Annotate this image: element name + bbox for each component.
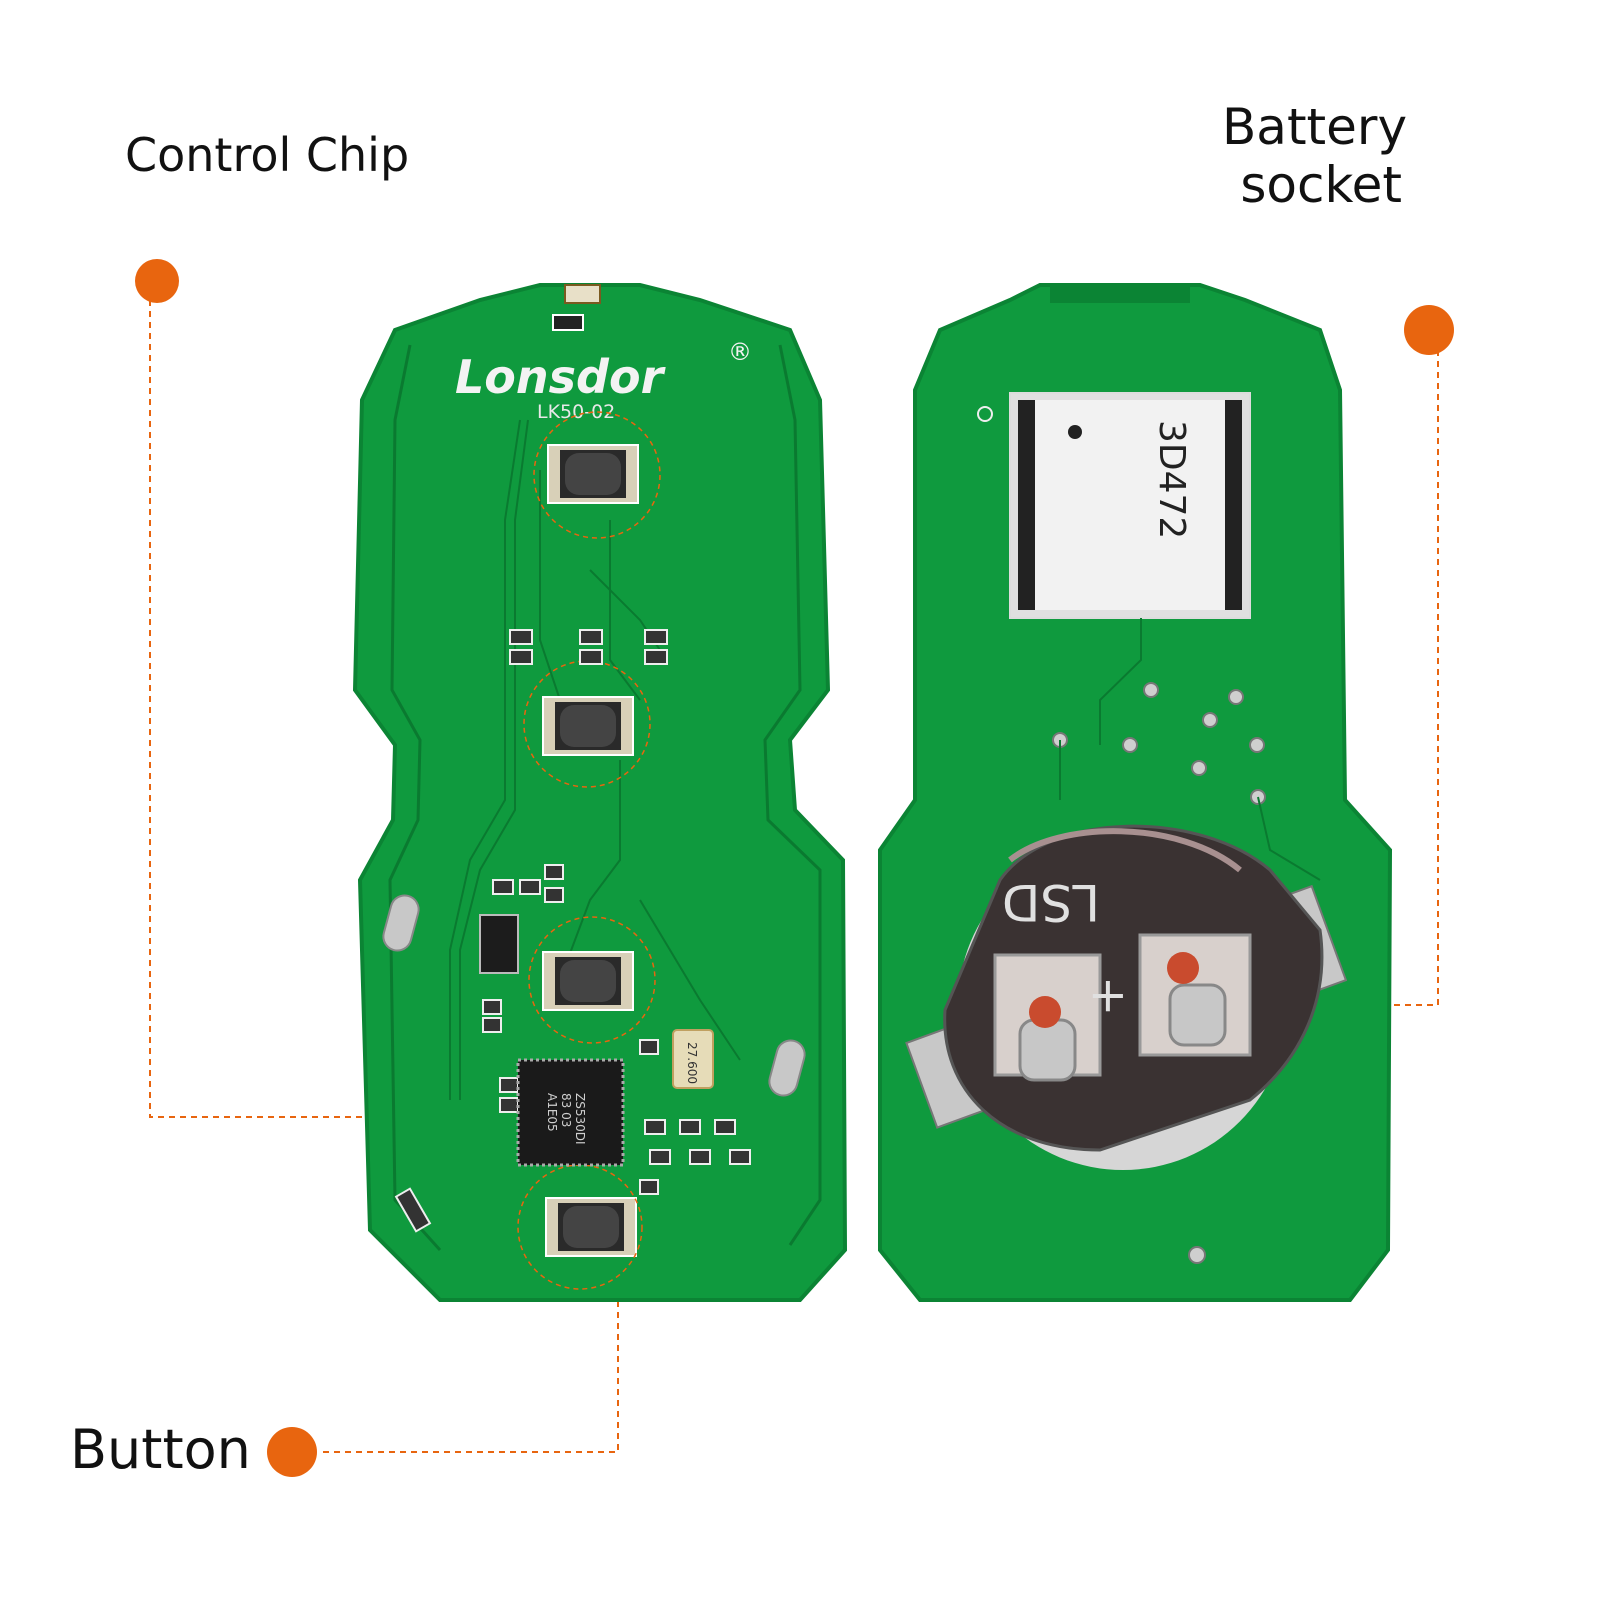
button-label: Button xyxy=(70,1418,251,1481)
tact-button-4 xyxy=(517,1164,643,1290)
solder-pad-right xyxy=(768,1039,806,1097)
brand-logo: Lonsdor xyxy=(455,350,667,404)
vias xyxy=(1052,682,1266,1264)
crystal-oscillator: 27.600 xyxy=(672,1029,714,1089)
front-board-outline xyxy=(352,283,848,1302)
battery-holder: LSD + xyxy=(905,824,1348,1170)
battery-socket-label: Battery socket xyxy=(1222,98,1408,214)
back-traces xyxy=(1059,618,1321,881)
front-board-edge-trace xyxy=(388,344,822,1252)
coil-marking: 3D472 xyxy=(1151,420,1192,539)
model-marking: LK50-02 xyxy=(537,401,615,423)
crystal-marking: 27.600 xyxy=(685,1042,699,1084)
button-callout-dot xyxy=(267,1427,317,1477)
battery-label-line1: Battery xyxy=(1222,98,1408,156)
chip-marking-2: 83 03 xyxy=(559,1093,573,1127)
battery-callout-line xyxy=(1365,350,1439,1006)
holder-plus: + xyxy=(1088,969,1128,1025)
solder-pad-left xyxy=(382,894,420,952)
small-ic xyxy=(479,914,519,974)
battery-label-line2: socket xyxy=(1240,156,1402,214)
holder-stamp: LSD xyxy=(1002,873,1100,931)
chip-marking-3: ZS530DI xyxy=(573,1093,587,1145)
tact-button-3 xyxy=(528,916,656,1044)
passive-components xyxy=(394,629,751,1233)
control-chip-callout-dot xyxy=(135,259,179,303)
control-chip: A1E05 83 03 ZS530DI xyxy=(516,1058,625,1167)
front-board: Lonsdor ® LK50-02 xyxy=(352,283,848,1302)
led xyxy=(564,284,601,304)
battery-callout-dot xyxy=(1404,305,1454,355)
coil-antenna: 3D472 xyxy=(1009,392,1251,619)
tact-button-1 xyxy=(533,411,661,539)
chip-marking-1: A1E05 xyxy=(545,1093,559,1132)
back-board: 3D472 LSD xyxy=(878,283,1393,1302)
control-chip-label: Control Chip xyxy=(125,128,410,182)
front-traces xyxy=(449,419,741,1100)
registered-mark: ® xyxy=(728,338,752,366)
tact-button-2 xyxy=(523,660,651,788)
